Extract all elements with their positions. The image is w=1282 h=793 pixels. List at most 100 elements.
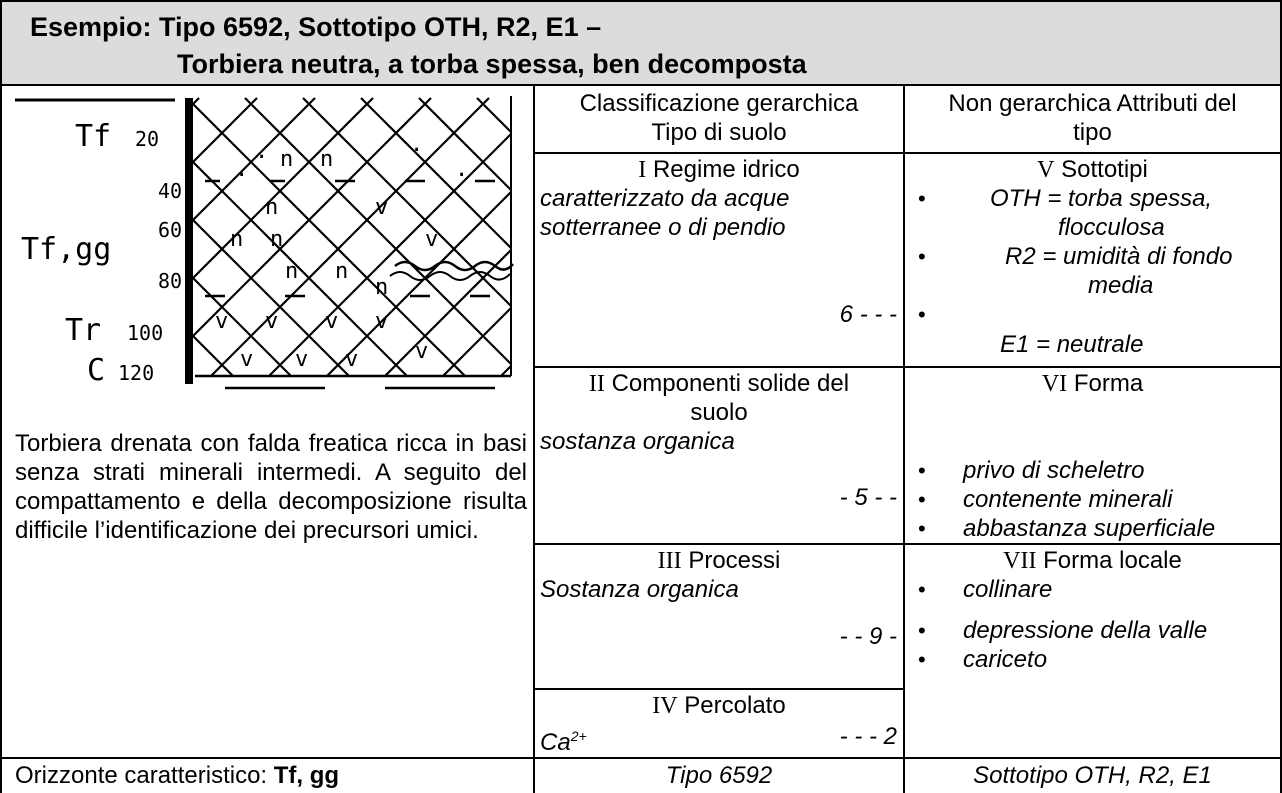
section-4-title: Percolato <box>684 692 786 719</box>
section-7-item-1: collinare <box>963 576 1053 603</box>
section-5-heading: V Sottotipi <box>905 155 1280 185</box>
section-5-item-1: OTH = torba spessa, <box>990 185 1213 212</box>
svg-text:v: v <box>345 347 358 372</box>
svg-text:v: v <box>295 347 308 372</box>
section-5-title: Sottotipi <box>1061 156 1148 183</box>
section-4-desc: Ca2+ <box>540 722 587 757</box>
section-4-code: - - - 2 <box>839 723 897 750</box>
section-1-desc-line2: sotterranee o di pendio <box>540 214 786 241</box>
section-3-title: Processi <box>688 547 781 574</box>
svg-text:v: v <box>240 347 253 372</box>
depth-100: 100 <box>127 321 163 345</box>
section-4-charge: 2+ <box>570 728 587 744</box>
bullet-6-3: • <box>918 516 926 541</box>
section-2-title-1: Componenti solide del <box>611 370 850 397</box>
hier-header-line1: Classificazione gerarchica <box>579 90 859 117</box>
profile-label-tr: Tr <box>65 313 101 348</box>
section-5-item-5: E1 = neutrale <box>1000 331 1144 358</box>
row-divider-header <box>533 152 1282 154</box>
title-box: Esempio: Tipo 6592, Sottotipo OTH, R2, E… <box>0 0 1282 86</box>
depth-40: 40 <box>158 179 182 203</box>
section-5-roman: V <box>1037 157 1055 183</box>
svg-text:v: v <box>425 227 438 252</box>
svg-text:n: n <box>230 227 243 252</box>
section-6-title: Forma <box>1073 370 1144 397</box>
section-7-item-3: cariceto <box>963 646 1048 673</box>
nonhier-header-line2: tipo <box>1073 119 1112 146</box>
svg-text:n: n <box>280 147 293 172</box>
bullet-5-3: • <box>918 302 926 327</box>
title-line-2: Torbiera neutra, a torba spessa, ben dec… <box>177 49 807 79</box>
section-2-roman: II <box>588 371 605 397</box>
bullet-7-1: • <box>918 577 926 602</box>
footer-horizon-label: Orizzonte caratteristico: <box>15 762 274 789</box>
svg-text:v: v <box>415 339 428 364</box>
svg-text:v: v <box>265 309 278 334</box>
section-5-item-2: flocculosa <box>1058 214 1165 241</box>
svg-text:v: v <box>325 309 338 334</box>
section-7-roman: VII <box>1003 548 1037 574</box>
section-1-code: 6 - - - <box>839 301 897 328</box>
bullet-6-1: • <box>918 458 926 483</box>
section-3-desc: Sostanza organica <box>540 576 739 603</box>
section-1-desc-line1: caratterizzato da acque <box>540 185 790 212</box>
svg-text:n: n <box>265 195 278 220</box>
depth-60: 60 <box>158 218 182 242</box>
nonhier-header-line1: Non gerarchica Attributi del <box>948 90 1237 117</box>
section-5-item-3: R2 = umidità di fondo <box>1005 243 1233 270</box>
section-1-title: Regime idrico <box>652 156 800 183</box>
section-2-title-2: suolo <box>690 399 748 426</box>
footer-horizon-value: Tf, gg <box>273 762 340 789</box>
row-divider-3 <box>533 688 905 690</box>
row-divider-2 <box>533 543 1282 545</box>
svg-text:.: . <box>255 139 268 164</box>
table-border-left <box>0 86 2 793</box>
footer-sottotipo: Sottotipo OTH, R2, E1 <box>973 762 1212 789</box>
profile-label-tfgg: Tf,gg <box>21 232 111 267</box>
svg-text:n: n <box>335 259 348 284</box>
section-2-code: - 5 - - <box>839 484 897 511</box>
table-border-right <box>1280 86 1282 793</box>
profile-description: Torbiera drenata con falda freatica ricc… <box>15 430 527 544</box>
bullet-7-2: • <box>918 618 926 643</box>
profile-label-tf: Tf <box>75 119 111 154</box>
bullet-7-3: • <box>918 647 926 672</box>
footer-tipo: Tipo 6592 <box>665 762 773 789</box>
title-line-1: Esempio: Tipo 6592, Sottotipo OTH, R2, E… <box>30 12 602 42</box>
section-4-heading: IV Percolato <box>535 691 903 721</box>
column-divider-2 <box>903 86 905 793</box>
row-divider-1 <box>533 366 1282 368</box>
footer-horizon: Orizzonte caratteristico: Tf, gg <box>15 761 339 790</box>
depth-20: 20 <box>135 127 159 151</box>
section-7-title: Forma locale <box>1043 547 1182 574</box>
section-4-ion: Ca <box>540 729 571 756</box>
section-1-heading: I Regime idrico <box>535 155 903 185</box>
bullet-5-2: • <box>918 244 926 269</box>
section-6-heading: VI Forma <box>905 369 1280 399</box>
svg-text:v: v <box>375 195 388 220</box>
svg-text:.: . <box>235 157 248 182</box>
section-7-item-2: depressione della valle <box>963 617 1208 644</box>
section-3-roman: III <box>657 548 682 574</box>
section-1-roman: I <box>638 157 647 183</box>
section-3-heading: III Processi <box>535 546 903 576</box>
column-divider-1 <box>533 86 535 793</box>
svg-text:.: . <box>410 132 423 157</box>
svg-text:v: v <box>215 309 228 334</box>
svg-text:.: . <box>455 157 468 182</box>
section-4-roman: IV <box>652 693 678 719</box>
depth-120: 120 <box>118 361 154 385</box>
section-6-item-3: abbastanza superficiale <box>963 515 1216 542</box>
row-divider-footer <box>0 757 1282 759</box>
depth-80: 80 <box>158 269 182 293</box>
hier-header-line2: Tipo di suolo <box>651 119 787 146</box>
svg-text:v: v <box>375 309 388 334</box>
section-6-item-1: privo di scheletro <box>963 457 1145 484</box>
section-2-desc: sostanza organica <box>540 428 735 455</box>
section-6-item-2: contenente minerali <box>963 486 1173 513</box>
profile-label-c: C <box>87 353 105 388</box>
section-2-heading: II Componenti solide del <box>535 369 903 399</box>
svg-text:n: n <box>270 227 283 252</box>
section-7-heading: VII Forma locale <box>905 546 1280 576</box>
